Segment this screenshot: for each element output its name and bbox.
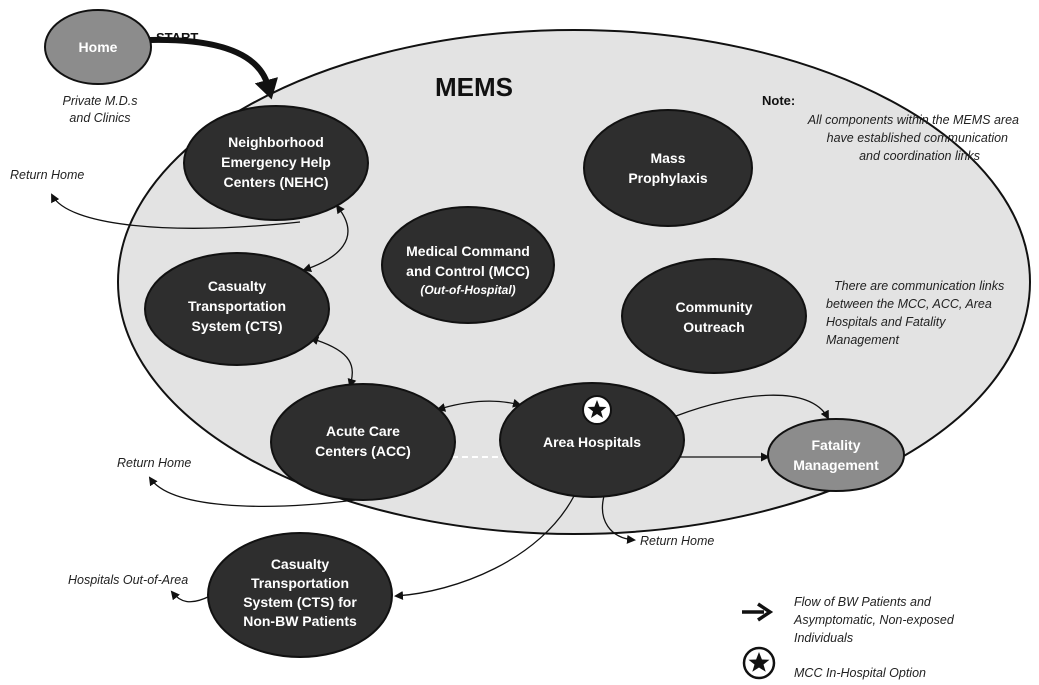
note-line-3: and coordination links (859, 149, 980, 163)
cts-acc-link (309, 336, 357, 388)
mcc-label-1: Medical Command (406, 243, 530, 259)
community-outreach-node: Community Outreach (621, 258, 807, 374)
legend-flow-arrow-icon (742, 602, 774, 622)
cts-nonbw-label-3: System (CTS) for (243, 594, 357, 610)
cts-label-3: System (CTS) (191, 318, 282, 334)
fatality-management-node: Fatality Management (767, 418, 905, 492)
note-heading: Note: (762, 93, 795, 108)
mcc-label-2: and Control (MCC) (406, 263, 530, 279)
legend-mcc-option: MCC In-Hospital Option (794, 666, 926, 680)
fatality-label-1: Fatality (811, 437, 860, 453)
return-home-2-arrow (148, 476, 356, 507)
mcc-node: Medical Command and Control (MCC) (Out-o… (381, 206, 555, 324)
mass-label-1: Mass (650, 150, 685, 166)
nehc-cts-link (302, 204, 349, 273)
hospitals-out-arrow (170, 590, 211, 603)
legend-star-icon (742, 646, 776, 680)
mems-title: MEMS (435, 72, 513, 102)
note-line-2: have established communication (827, 131, 1008, 145)
cts-nonbw-label-2: Transportation (251, 575, 349, 591)
cts-label-2: Transportation (188, 298, 286, 314)
return-home-1-arrow (51, 193, 301, 229)
hospitals-fatality-link (675, 394, 829, 420)
home-node: Home (44, 9, 152, 85)
area-hospitals-node: Area Hospitals (499, 382, 685, 498)
acc-node: Acute Care Centers (ACC) (270, 383, 456, 501)
return-home-1-label: Return Home (10, 168, 84, 182)
cts-nonbw-node: Casualty Transportation System (CTS) for… (207, 532, 393, 658)
nehc-label-2: Emergency Help (221, 154, 331, 170)
comm-note-line-1: There are communication links (834, 279, 1004, 293)
private-md-label-2: and Clinics (69, 111, 130, 125)
mass-prophylaxis-node: Mass Prophylaxis (583, 109, 753, 227)
mcc-sublabel: (Out-of-Hospital) (420, 283, 515, 297)
community-label-2: Outreach (683, 319, 744, 335)
cts-nonbw-label-4: Non-BW Patients (243, 613, 357, 629)
legend-flow-line-1: Flow of BW Patients and (794, 595, 932, 609)
return-home-3-arrow (601, 495, 636, 544)
hospitals-label: Area Hospitals (543, 434, 641, 450)
mass-label-2: Prophylaxis (628, 170, 708, 186)
nehc-label-3: Centers (NEHC) (223, 174, 328, 190)
community-label-1: Community (676, 299, 753, 315)
cts-label-1: Casualty (208, 278, 267, 294)
fatality-label-2: Management (793, 457, 879, 473)
mcc-in-hospital-star-icon (582, 395, 612, 425)
note-line-1: All components within the MEMS area (807, 113, 1019, 127)
acc-hospitals-link (436, 398, 522, 412)
nehc-node: Neighborhood Emergency Help Centers (NEH… (183, 105, 369, 221)
comm-note-line-2: between the MCC, ACC, Area (826, 297, 992, 311)
cts-node: Casualty Transportation System (CTS) (144, 252, 330, 366)
start-arrow (149, 36, 279, 100)
acc-label-2: Centers (ACC) (315, 443, 411, 459)
hospitals-nonbw-arrow (394, 495, 575, 601)
return-home-3-label: Return Home (640, 534, 714, 548)
comm-note-line-4: Management (826, 333, 899, 347)
legend-flow-line-2: Asymptomatic, Non-exposed (793, 613, 955, 627)
comm-note-line-3: Hospitals and Fatality (826, 315, 946, 329)
acc-label-1: Acute Care (326, 423, 400, 439)
private-md-label-1: Private M.D.s (62, 94, 137, 108)
hospitals-out-of-area-label: Hospitals Out-of-Area (68, 573, 188, 587)
return-home-2-label: Return Home (117, 456, 191, 470)
start-label: START (156, 30, 198, 45)
cts-nonbw-label-1: Casualty (271, 556, 330, 572)
home-label: Home (79, 39, 118, 55)
legend-flow-line-3: Individuals (794, 631, 853, 645)
nehc-label-1: Neighborhood (228, 134, 324, 150)
legend: Flow of BW Patients and Asymptomatic, No… (742, 595, 955, 680)
